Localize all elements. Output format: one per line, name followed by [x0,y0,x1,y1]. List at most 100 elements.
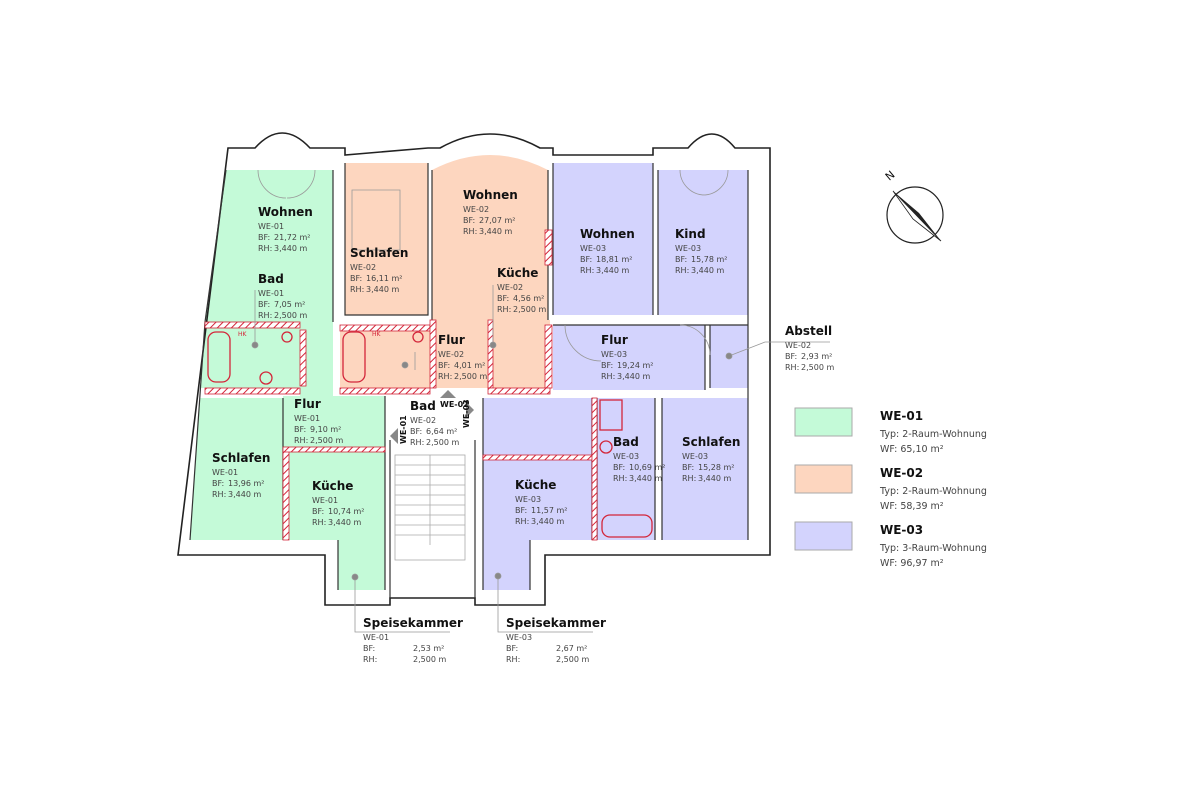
room-schlafen-we03[interactable] [662,398,748,540]
room-bad-we01[interactable] [200,322,300,388]
room-bf-value: 16,11 m² [366,274,402,283]
room-rh-value: 2,500 m [801,363,834,372]
room-bf-value: 2,53 m² [413,644,444,653]
room-bf-label: BF: [410,427,422,436]
room-kueche-we02[interactable] [488,320,550,388]
room-bf-value: 21,72 m² [274,233,310,242]
radiator-label: HK [238,331,248,338]
room-unit: WE-02 [438,350,464,359]
room-bf-label: BF: [515,506,527,515]
compass-label: N [883,168,898,183]
room-bf-label: BF: [613,463,625,472]
room-rh-label: RH: [312,518,326,527]
room-kueche-we01[interactable] [283,450,385,540]
room-bf-value: 7,05 m² [274,300,305,309]
room-name: Speisekammer [363,616,463,630]
staircase [394,454,466,561]
room-rh-label: RH: [601,372,615,381]
room-bf-value: 9,10 m² [310,425,341,434]
marker-we03: WE-03 [462,399,471,428]
room-rh-label: RH: [363,655,377,664]
room-bf-label: BF: [363,644,375,653]
room-bf-label: BF: [258,300,270,309]
room-bf-label: BF: [601,361,613,370]
room-name: Schlafen [682,435,740,449]
room-rh-value: 3,440 m [691,266,724,275]
room-rh-value: 2,500 m [413,655,446,664]
legend-area: WF: 96,97 m² [880,558,944,569]
room-bf-label: BF: [350,274,362,283]
room-wohnen-we02[interactable] [432,155,548,320]
room-bf-value: 19,24 m² [617,361,653,370]
room-bf-label: BF: [463,216,475,225]
leader-lines [251,285,830,633]
room-unit: WE-03 [601,350,627,359]
room-bf-label: BF: [675,255,687,264]
room-rh-value: 3,440 m [479,227,512,236]
room-unit: WE-01 [294,414,320,423]
room-bf-value: 13,96 m² [228,479,264,488]
room-bf-label: BF: [785,352,797,361]
room-unit: WE-03 [675,244,701,253]
room-kind-we03[interactable] [658,170,748,315]
marker-we01: WE-01 [399,415,408,444]
room-rh-label: RH: [258,311,272,320]
room-bf-value: 4,01 m² [454,361,485,370]
marker-we02: WE-02 [440,400,469,409]
room-speisekammer-we03[interactable] [483,540,530,590]
room-rh-value: 3,440 m [228,490,261,499]
room-flur-we01[interactable] [283,322,385,450]
room-unit: WE-02 [410,416,436,425]
room-rh-value: 3,440 m [617,372,650,381]
room-schlafen-we02[interactable] [345,163,428,315]
room-flur-we02[interactable] [430,320,488,388]
room-name: Kind [675,227,706,241]
room-rh-value: 3,440 m [531,517,564,526]
room-name: Flur [438,333,465,347]
room-bf-label: BF: [312,507,324,516]
room-rh-label: RH: [580,266,594,275]
room-rh-value: 2,500 m [556,655,589,664]
room-rh-value: 2,500 m [310,436,343,445]
legend-unit: WE-02 [880,466,923,480]
room-rh-label: RH: [682,474,696,483]
room-wohnen-we01[interactable] [205,170,333,322]
room-name: Bad [258,272,284,286]
room-unit: WE-03 [682,452,708,461]
room-name: Schlafen [212,451,270,465]
room-name: Küche [497,266,538,280]
room-name: Flur [294,397,321,411]
room-rh-value: 2,500 m [513,305,546,314]
room-kueche-we03[interactable] [483,398,592,540]
room-bad-we02-fixtures[interactable] [340,325,430,388]
room-bf-value: 10,74 m² [328,507,364,516]
room-rh-label: RH: [497,305,511,314]
room-name: Küche [312,479,353,493]
room-flur-we03[interactable] [553,325,705,390]
room-rh-value: 2,500 m [454,372,487,381]
room-bad-we03[interactable] [597,398,655,540]
room-rh-label: RH: [463,227,477,236]
room-rh-value: 3,440 m [698,474,731,483]
room-unit: WE-03 [506,633,532,642]
north-arrow-icon: N [883,168,944,244]
room-unit: WE-03 [580,244,606,253]
room-rh-label: RH: [613,474,627,483]
room-bf-value: 15,28 m² [698,463,734,472]
room-unit: WE-02 [497,283,523,292]
room-unit: WE-01 [258,222,284,231]
room-wohnen-we03[interactable] [553,163,653,315]
room-bf-label: BF: [294,425,306,434]
room-rh-label: RH: [350,285,364,294]
room-rh-value: 2,500 m [274,311,307,320]
room-bf-value: 11,57 m² [531,506,567,515]
room-name: Wohnen [463,188,518,202]
room-rh-label: RH: [410,438,424,447]
room-schlafen-we01[interactable] [190,398,283,540]
room-bf-value: 4,56 m² [513,294,544,303]
room-name: Speisekammer [506,616,606,630]
room-name: Küche [515,478,556,492]
room-bf-value: 6,64 m² [426,427,457,436]
room-speisekammer-we01[interactable] [338,540,385,590]
radiator-label: HK [372,331,382,338]
